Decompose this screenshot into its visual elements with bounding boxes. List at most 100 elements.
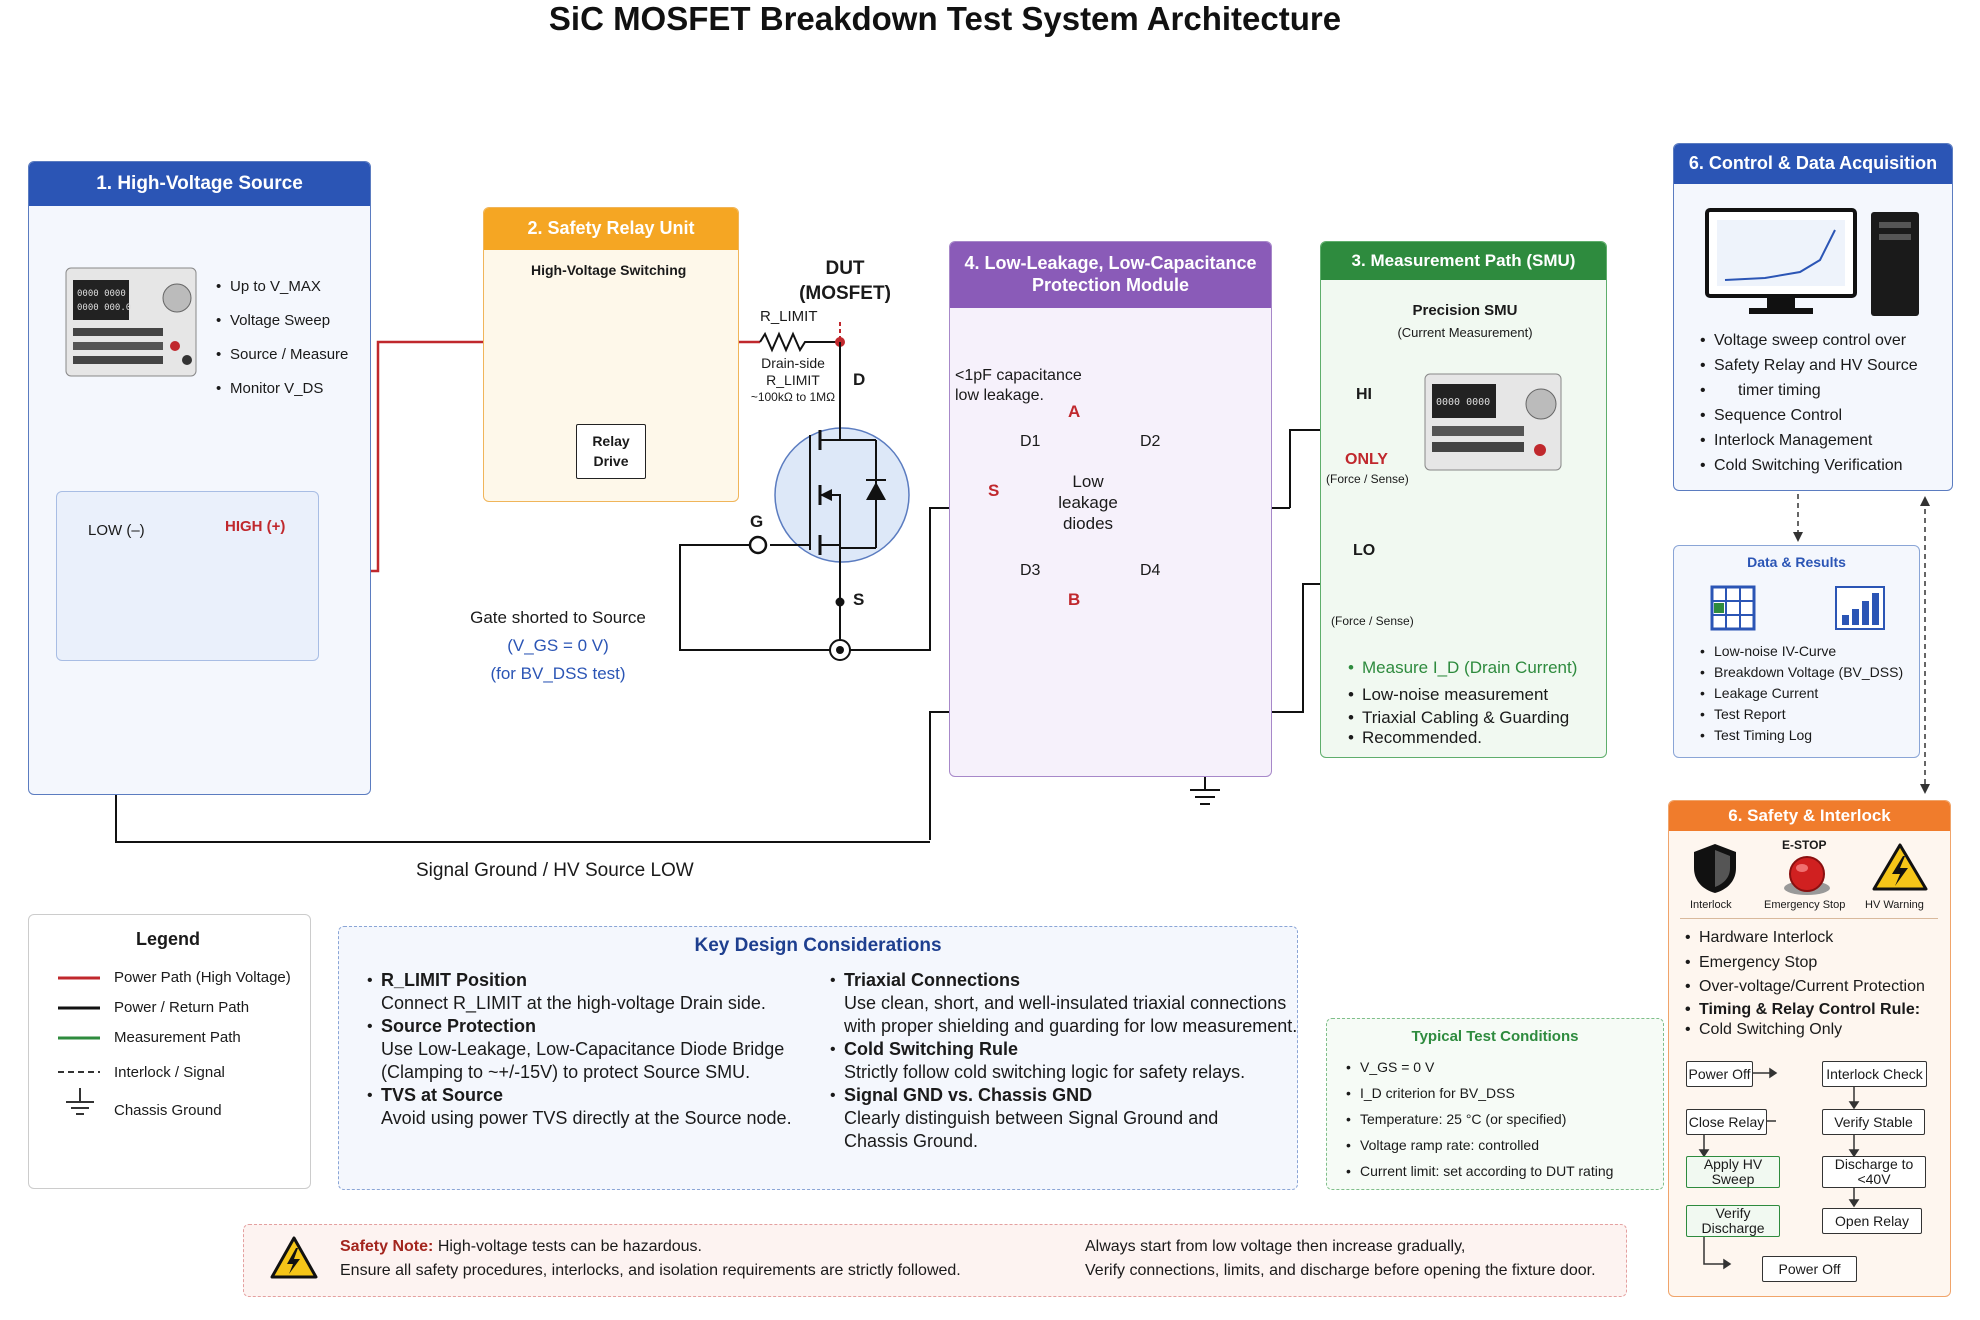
safety-feature-protection: Over-voltage/Current Protection [1685, 975, 1925, 1000]
condition-ramp: Voltage ramp rate: controlled [1346, 1132, 1613, 1158]
rlimit-resistor [759, 331, 840, 353]
control-feature-interlock: Interlock Management [1700, 428, 1918, 453]
kd-source-body-1: Use Low-Leakage, Low-Capacitance Diode B… [381, 1039, 785, 1059]
smu-feature-measure: Measure I_D (Drain Current) [1348, 654, 1577, 681]
safety-divider [1680, 918, 1938, 919]
condition-vgs: V_GS = 0 V [1346, 1054, 1613, 1080]
feature-vds: Monitor V_DS [216, 372, 348, 406]
diode-d3-label: D3 [1020, 562, 1041, 579]
legend-chassis-ground: Chassis Ground [114, 1102, 222, 1119]
legend-swatches [58, 976, 100, 1115]
result-timing-log: Test Timing Log [1700, 725, 1903, 746]
smu-only-label: ONLY [1345, 451, 1388, 468]
smu-lo-force-label: (Force / Sense) [1331, 614, 1414, 628]
legend-power-path: Power Path (High Voltage) [114, 969, 291, 986]
svg-text:0000 0000: 0000 0000 [77, 289, 126, 299]
flow-close-relay: Close Relay [1686, 1109, 1767, 1135]
hv-warning-icon-label: HV Warning [1865, 899, 1924, 911]
chassis-ground-symbol [1190, 789, 1220, 805]
test-conditions-list: V_GS = 0 V I_D criterion for BV_DSS Temp… [1346, 1054, 1613, 1184]
gate-label: G [750, 512, 764, 531]
smu-feature-recommended: Recommended. [1348, 728, 1577, 748]
safety-note-line3: Always start from low voltage then incre… [1085, 1238, 1466, 1255]
control-features: Voltage sweep control over Safety Relay … [1700, 328, 1918, 478]
hv-high-label: HIGH (+) [225, 518, 286, 535]
hv-low-label: LOW (–) [88, 522, 145, 539]
bridge-node-s: S [988, 481, 1000, 500]
kd-rlimit-body: Connect R_LIMIT at the high-voltage Drai… [381, 993, 766, 1013]
emergency-stop-icon[interactable] [1783, 854, 1831, 901]
estop-label: E-STOP [1782, 838, 1827, 852]
kd-gnd-body-1: Clearly distinguish between Signal Groun… [844, 1108, 1219, 1128]
kd-gnd-heading: Signal GND vs. Chassis GND [844, 1085, 1093, 1105]
bridge-node-b: B [1068, 590, 1081, 609]
safety-features: Hardware Interlock Emergency Stop Over-v… [1685, 926, 1925, 1040]
smu-lo-label: LO [1353, 542, 1376, 559]
control-feature-sweep: Voltage sweep control over [1700, 328, 1918, 353]
computer-workstation-icon [1705, 208, 1927, 318]
smu-hi-force-label: (Force / Sense) [1326, 472, 1409, 486]
smu-instrument-icon: 0000 0000 [1424, 370, 1564, 474]
svg-text:0000 0000: 0000 0000 [1436, 397, 1490, 408]
drain-label: D [853, 370, 866, 389]
legend-box: Legend [28, 914, 311, 1189]
estop-icon-label: Emergency Stop [1764, 899, 1846, 911]
condition-temperature: Temperature: 25 °C (or specified) [1346, 1106, 1613, 1132]
safety-note-line2: Ensure all safety procedures, interlocks… [340, 1262, 961, 1279]
kd-triax-heading: Triaxial Connections [844, 970, 1021, 990]
smu-feature-low-noise: Low-noise measurement [1348, 681, 1577, 708]
kd-triax-body-2: with proper shielding and guarding for l… [844, 1016, 1298, 1036]
feature-source-measure: Source / Measure [216, 338, 348, 372]
source-label: S [853, 590, 865, 609]
kd-source-heading: Source Protection [381, 1016, 537, 1036]
feature-sweep: Voltage Sweep [216, 304, 348, 338]
condition-current-limit: Current limit: set according to DUT rati… [1346, 1158, 1613, 1184]
svg-text:0000 000.0: 0000 000.0 [77, 303, 131, 313]
body-diode [866, 482, 886, 500]
table-icon [1710, 585, 1756, 636]
safety-feature-rule: Timing & Relay Control Rule: [1685, 1000, 1925, 1020]
flow-power-off-start: Power Off [1686, 1061, 1753, 1087]
diode-d2-label: D2 [1140, 433, 1161, 450]
control-feature-timing: timer timing [1700, 378, 1918, 403]
control-feature-relay: Safety Relay and HV Source [1700, 353, 1918, 378]
safety-feature-estop: Emergency Stop [1685, 951, 1925, 976]
test-conditions-title: Typical Test Conditions [1411, 1028, 1579, 1045]
safety-note-text1: High-voltage tests can be hazardous. [437, 1238, 702, 1255]
control-daq-header: 6. Control & Data Acquisition [1674, 144, 1952, 184]
kd-tvs-heading: TVS at Source [381, 1085, 504, 1105]
result-bvdss: Breakdown Voltage (BV_DSS) [1700, 662, 1903, 683]
safety-relay-panel: 2. Safety Relay Unit [483, 207, 739, 502]
feature-vmax: Up to V_MAX [216, 270, 348, 304]
result-leakage: Leakage Current [1700, 683, 1903, 704]
rlimit-label: R_LIMIT [760, 308, 818, 325]
kd-triax-body-1: Use clean, short, and well-insulated tri… [844, 993, 1287, 1013]
bar-chart-icon [1834, 585, 1886, 636]
control-feature-cold-switch: Cold Switching Verification [1700, 453, 1918, 478]
results-list: Low-noise IV-Curve Breakdown Voltage (BV… [1700, 641, 1903, 746]
kd-tvs-body: Avoid using power TVS directly at the So… [381, 1108, 792, 1128]
safety-feature-hw-interlock: Hardware Interlock [1685, 926, 1925, 951]
safety-interlock-header: 6. Safety & Interlock [1669, 801, 1950, 831]
hv-source-features: Up to V_MAX Voltage Sweep Source / Measu… [216, 270, 348, 406]
gate-node [748, 535, 768, 555]
smu-hi-label: HI [1356, 386, 1372, 403]
kd-rlimit-heading: R_LIMIT Position [381, 970, 527, 990]
kd-gnd-body-2: Chassis Ground. [844, 1131, 979, 1151]
flow-power-off-end: Power Off [1762, 1256, 1857, 1282]
mosfet-body [774, 427, 910, 563]
kd-cold-body: Strictly follow cold switching logic for… [844, 1062, 1246, 1082]
condition-id: I_D criterion for BV_DSS [1346, 1080, 1613, 1106]
hv-source-panel: 1. High-Voltage Source [28, 161, 371, 795]
safety-note-line1: Safety Note: High-voltage tests can be h… [340, 1238, 702, 1256]
diode-d4-label: D4 [1140, 562, 1161, 579]
control-feature-sequence: Sequence Control [1700, 403, 1918, 428]
data-results-header: Data & Results [1747, 554, 1846, 570]
